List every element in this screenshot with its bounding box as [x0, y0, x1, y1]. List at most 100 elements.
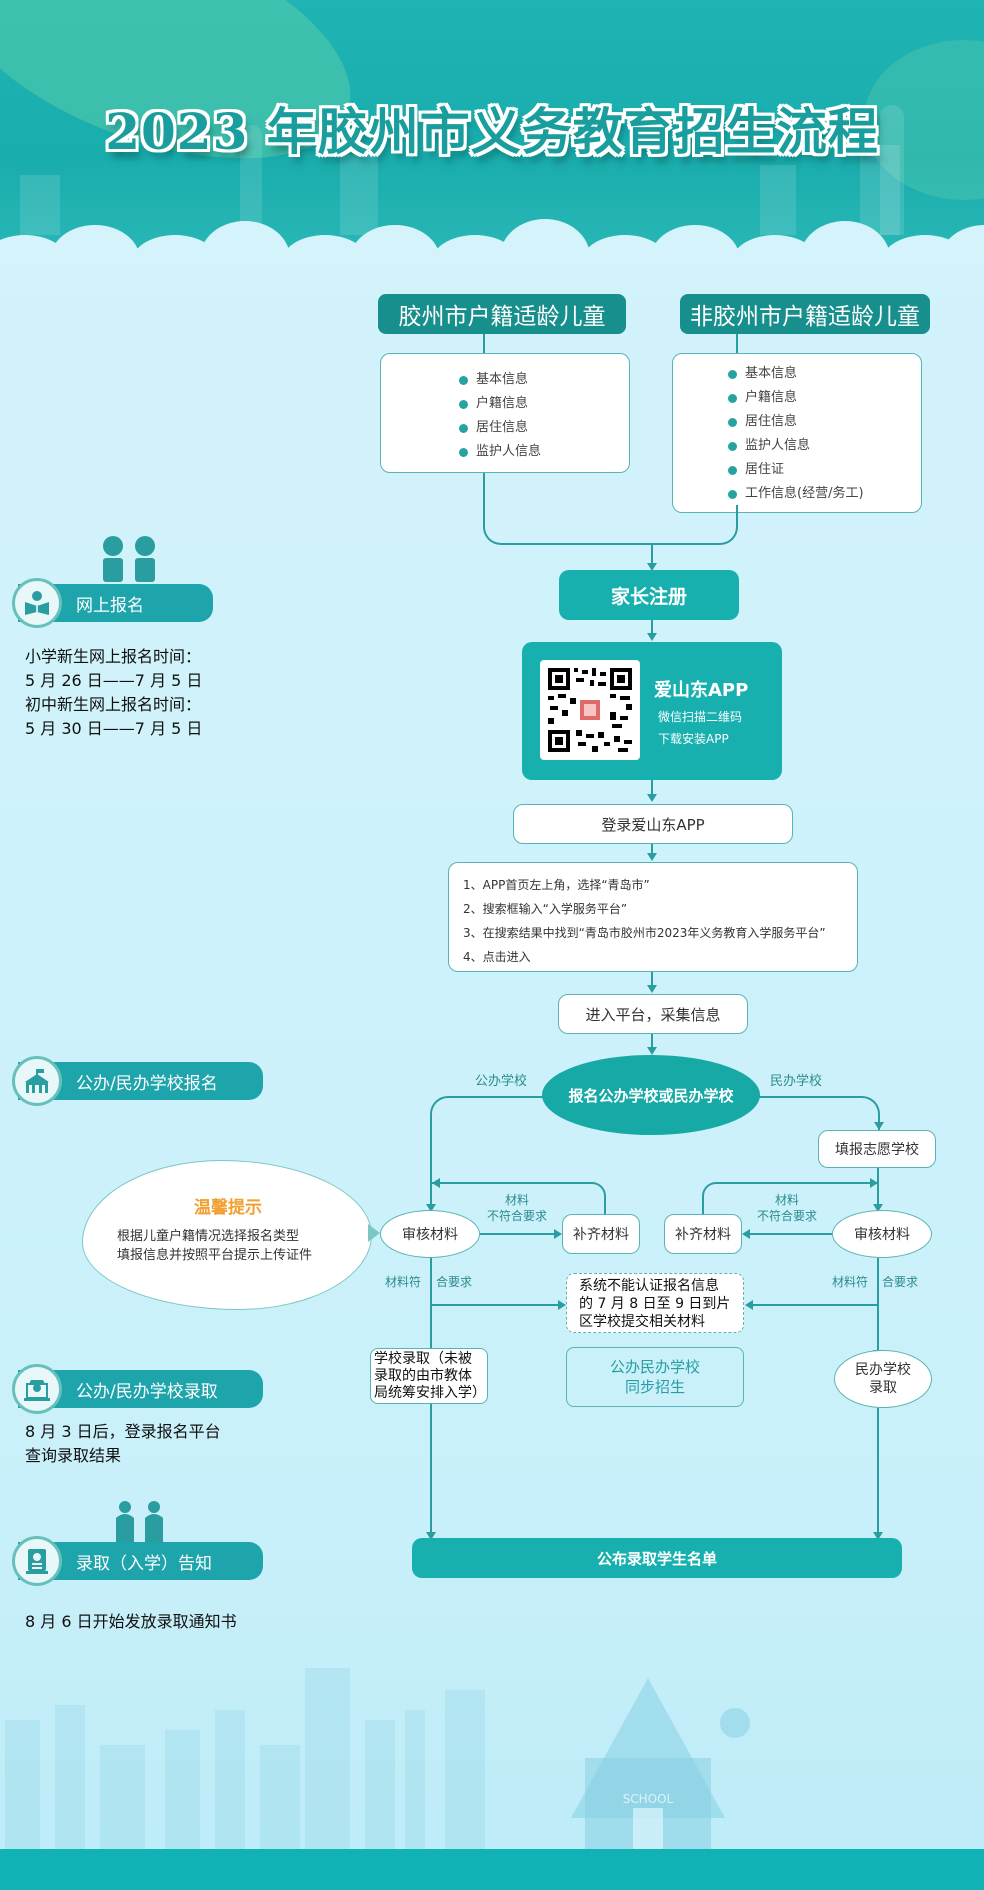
connector [430, 1404, 432, 1534]
arrow-down-icon [873, 1532, 883, 1540]
bullet-icon [459, 447, 468, 457]
bullet-icon [728, 417, 737, 427]
enter-platform-label: 进入平台，采集信息 [585, 1005, 721, 1024]
building-silhouette [55, 1705, 85, 1850]
connector [651, 780, 653, 795]
connector [651, 1034, 653, 1048]
public-branch-label: 公办学校 [475, 1074, 528, 1089]
building-silhouette [340, 155, 378, 235]
connector [483, 334, 485, 354]
arrow-right-icon [870, 1178, 878, 1188]
arrow-down-icon [647, 794, 657, 802]
enter-platform-step: 进入平台，采集信息 [558, 994, 748, 1034]
right-loop-connector [702, 1182, 878, 1216]
building-silhouette [305, 1668, 350, 1850]
arrow-down-icon [647, 985, 657, 993]
arrow-down-icon [874, 1122, 884, 1130]
review-materials-private: 审核材料 [832, 1210, 932, 1258]
info-item: 居住信息 [728, 410, 864, 434]
connector [480, 1233, 558, 1235]
admission-notice-info: 8 月 6 日开始发放录取通知书 [25, 1612, 237, 1631]
info-item: 户籍信息 [459, 392, 541, 416]
left-loop-connector [432, 1182, 606, 1222]
person-silhouette [240, 125, 262, 235]
private-branch-connector [758, 1096, 880, 1136]
reading-book-icon [12, 578, 62, 628]
tip-title: 温馨提示 [194, 1198, 262, 1218]
not-meet-label-right: 材料不符合要求 [756, 1193, 817, 1223]
connector [877, 1258, 879, 1352]
sync-enrollment-note: 公办民办学校同步招生 [566, 1347, 744, 1407]
fill-preference-step: 填报志愿学校 [818, 1130, 936, 1168]
nonlocal-info-box: 基本信息 户籍信息 居住信息 监护人信息 居住证 工作信息(经营/务工) [672, 353, 922, 513]
arrow-left-icon [432, 1178, 440, 1188]
arrow-left-icon [745, 1300, 753, 1310]
connector [651, 545, 653, 565]
bullet-icon [459, 375, 468, 385]
arrow-down-icon [426, 1204, 436, 1212]
login-app-label: 登录爱山东APP [601, 815, 705, 834]
building-silhouette [20, 175, 60, 235]
connector [430, 1258, 432, 1352]
info-item: 居住信息 [459, 416, 541, 440]
bullet-icon [728, 489, 737, 499]
arrow-down-icon [426, 1532, 436, 1540]
connector [430, 1130, 432, 1210]
building-silhouette [5, 1720, 40, 1850]
info-item: 基本信息 [728, 362, 864, 386]
arrow-down-icon [647, 853, 657, 861]
review-materials-label: 审核材料 [854, 1227, 910, 1243]
private-branch-label: 民办学校 [770, 1074, 823, 1089]
bullet-icon [728, 393, 737, 403]
online-register-times: 小学新生网上报名时间： 5 月 26 日——7 月 5 日 初中新生网上报名时间… [25, 647, 203, 738]
info-item: 户籍信息 [728, 386, 864, 410]
fill-preference-label: 填报志愿学校 [835, 1142, 919, 1158]
meet-label-left-a: 材料符 [385, 1275, 422, 1289]
parent-register-label: 家长注册 [610, 585, 687, 608]
meet-label-right-a: 材料符 [832, 1275, 869, 1289]
publish-admission-label: 公布录取学生名单 [596, 1549, 717, 1568]
parent-register-step: 家长注册 [559, 570, 739, 620]
building-silhouette [445, 1690, 485, 1850]
app-steps-box: 1、APP首页左上角，选择“青岛市” 2、搜索框输入“入学服务平台” 3、在搜索… [448, 862, 858, 972]
bullet-icon [728, 441, 737, 451]
supplement-materials-label: 补齐材料 [675, 1227, 731, 1243]
info-item: 监护人信息 [728, 434, 864, 458]
arrow-down-icon [647, 633, 657, 641]
section-notice-label: 录取（入学）告知 [76, 1553, 212, 1574]
app-install-hint: 下载安装APP [658, 732, 729, 746]
public-branch-connector [430, 1096, 544, 1136]
info-item: 监护人信息 [459, 440, 541, 464]
graduate-laptop-icon [12, 1364, 62, 1414]
connector [651, 620, 653, 634]
step-item: 4、点击进入 [463, 950, 531, 964]
building-silhouette [365, 1720, 395, 1850]
person-silhouette [880, 105, 904, 235]
section-admit-label: 公办/民办学校录取 [76, 1381, 218, 1402]
bullet-icon [459, 423, 468, 433]
local-info-box: 基本信息 户籍信息 居住信息 监护人信息 [380, 353, 630, 473]
login-app-step: 登录爱山东APP [513, 804, 793, 844]
step-item: 1、APP首页左上角，选择“青岛市” [463, 878, 650, 892]
info-item: 居住证 [728, 458, 864, 482]
bullet-icon [459, 399, 468, 409]
building-silhouette [165, 1730, 200, 1850]
tip-cloud: 温馨提示 根据儿童户籍情况选择报名类型填报信息并按照平台提示上传证件 [82, 1160, 372, 1310]
admission-result-info: 8 月 3 日后，登录报名平台 查询录取结果 [25, 1422, 221, 1465]
cloud-border [0, 219, 984, 265]
building-silhouette [215, 1710, 245, 1850]
bullet-icon [728, 369, 737, 379]
svg-text:SCHOOL: SCHOOL [623, 1792, 674, 1806]
students-backpack-icon [108, 1500, 172, 1544]
merge-connector [483, 505, 738, 545]
page-title: 2023 年胶州市义务教育招生流程 [105, 102, 879, 161]
app-scan-hint: 微信扫描二维码 [658, 710, 743, 724]
connector [877, 1408, 879, 1534]
category-local-label: 胶州市户籍适龄儿童 [398, 304, 606, 330]
category-nonlocal-label: 非胶州市户籍适龄儿童 [690, 304, 920, 330]
bullet-icon [728, 465, 737, 475]
connector [752, 1304, 877, 1306]
meet-label-left-b: 合要求 [436, 1275, 473, 1289]
info-item: 基本信息 [459, 368, 541, 392]
qr-code-icon[interactable] [540, 660, 640, 760]
